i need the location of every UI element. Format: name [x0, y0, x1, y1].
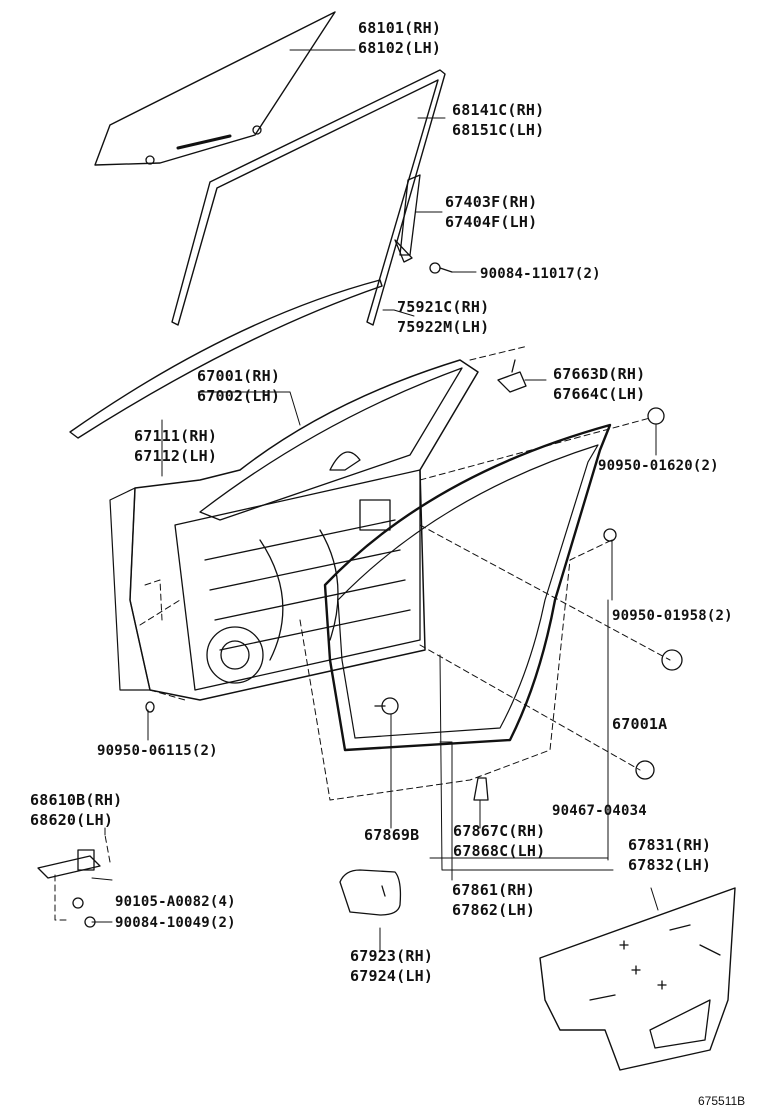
pad-drawing [339, 869, 402, 916]
door-panel-drawing [109, 359, 479, 701]
label-run: 68141C(RH) 68151C(LH) [452, 101, 545, 139]
glass-run [171, 69, 446, 326]
label-door-panel: 67001(RH) 67002(LH) [197, 367, 281, 405]
door-check-drawing [37, 849, 101, 928]
label-belt: 75921C(RH) 75922M(LH) [397, 298, 490, 336]
label-bracket: 67663D(RH) 67664C(LH) [553, 365, 646, 403]
door-glass [94, 11, 336, 166]
division-channel [394, 174, 453, 274]
leader-dashed [54, 345, 671, 921]
cover-drawing [539, 887, 736, 1071]
figure-id: 675511B [698, 1094, 746, 1108]
label-67869b: 67869B [364, 826, 420, 844]
label-bolt-11017: 90084-11017(2) [480, 266, 601, 282]
label-cover: 67831(RH) 67832(LH) [628, 836, 712, 874]
label-clip-04034: 90467-04034 [552, 803, 647, 819]
label-67001a: 67001A [612, 715, 668, 733]
label-weather: 67861(RH) 67862(LH) [452, 881, 536, 919]
belt-moulding [69, 279, 383, 439]
label-clip-67867: 67867C(RH) 67868C(LH) [453, 822, 546, 860]
label-clip-06115: 90950-06115(2) [97, 743, 218, 759]
bracket-drawing [497, 359, 527, 393]
label-channel: 67403F(RH) 67404F(LH) [445, 193, 538, 231]
label-clip-01620: 90950-01620(2) [598, 458, 719, 474]
weatherstrip-drawing [323, 423, 612, 752]
leader-solid [91, 49, 659, 953]
label-check: 68610B(RH) 68620(LH) [30, 791, 123, 829]
label-pad: 67923(RH) 67924(LH) [350, 947, 434, 985]
label-bolt-a0082: 90105-A0082(4) [115, 894, 236, 910]
fasteners [145, 407, 683, 801]
label-frame: 67111(RH) 67112(LH) [134, 427, 218, 465]
label-bolt-10049: 90084-10049(2) [115, 915, 236, 931]
label-glass: 68101(RH) 68102(LH) [358, 19, 442, 57]
label-clip-01958: 90950-01958(2) [612, 608, 733, 624]
